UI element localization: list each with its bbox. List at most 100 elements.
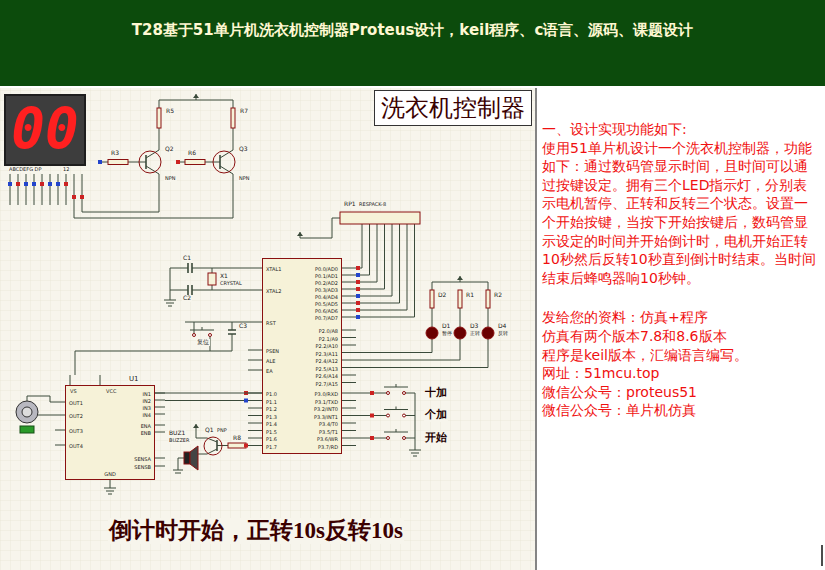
pin-label: P3.0/RXD: [315, 391, 338, 397]
pin-label: P1.3: [266, 414, 277, 420]
digit-readout: 00: [11, 102, 78, 158]
pin-label: P2.3/A11: [316, 351, 338, 357]
description-text: 网址：51mcu.top: [542, 364, 818, 383]
pin-label: P2.4/A12: [316, 358, 338, 364]
pin-label: P2.7/A15: [316, 381, 338, 387]
pin-label: IN1: [143, 391, 151, 397]
description-text: 一、设计实现功能如下:: [542, 120, 818, 139]
part-label: R1: [465, 292, 475, 299]
button-label: 开始: [424, 432, 448, 445]
pin-label: P2.0/A8: [319, 328, 338, 334]
part-label: C1: [182, 255, 192, 262]
pin-label: P0.0/AD0: [315, 266, 338, 272]
part-label: 12: [62, 167, 70, 173]
part-label: BUZ1: [168, 430, 186, 437]
part-label: U1: [128, 375, 140, 383]
pin-label: P1.4: [266, 421, 277, 427]
motor-driver-chip: VSVCCOUT1OUT2OUT3OUT4IN1IN2IN3IN4ENAENBS…: [65, 385, 155, 480]
pin-label: P3.3/INT1: [314, 414, 338, 420]
pin-label: OUT1: [69, 400, 83, 406]
part-label: 正转: [469, 331, 481, 337]
pin-label: OUT3: [69, 428, 83, 434]
part-label: D3: [469, 323, 479, 330]
part-label: NPN: [164, 176, 177, 182]
schematic-ground: [0, 88, 535, 570]
pin-label: P1.0: [266, 391, 277, 397]
banner: [0, 0, 825, 86]
part-label: Q3: [238, 146, 249, 153]
pin-label: P2.2/A10: [316, 343, 338, 349]
pin-label: P1.5: [266, 429, 277, 435]
part-label: ABCDEFG DP: [8, 167, 42, 173]
part-label: RP1: [343, 201, 357, 208]
part-label: D4: [497, 323, 507, 330]
part-label: Q1: [204, 427, 215, 434]
description-text: 仿真有两个版本7.8和8.6版本: [542, 327, 818, 346]
pin-label: P3.7/RD: [318, 444, 338, 450]
part-label: BUZZER: [168, 438, 191, 444]
pin-label: P1.1: [266, 399, 277, 405]
page-title: T28基于51单片机洗衣机控制器Proteus设计，keil程序、c语言、源码、…: [0, 21, 825, 40]
annotation: 倒计时开始，正转10s反转10s: [108, 518, 404, 544]
part-label: R3: [110, 150, 120, 157]
pin-label: P0.4/AD4: [315, 294, 338, 300]
pin-label: P3.1/TXD: [315, 399, 338, 405]
pin-label: P0.5/AD5: [315, 301, 338, 307]
part-label: PNP: [216, 428, 228, 434]
pin-label: IN2: [143, 398, 151, 404]
part-label: R2: [493, 292, 503, 299]
title-text: 洗衣机控制器: [381, 92, 525, 124]
pin-label: IN3: [143, 405, 151, 411]
pin-label: P1.2: [266, 406, 277, 412]
pin-label: RST: [266, 320, 276, 326]
pin-label: P2.5/A13: [316, 366, 338, 372]
description-text: 发给您的资料：仿真+程序: [542, 308, 818, 327]
part-label: RESPACK-8: [358, 202, 387, 208]
pin-label: PSEN: [266, 348, 279, 354]
pin-label: P3.5/T1: [319, 429, 338, 435]
pin-label: GND: [66, 471, 154, 477]
part-label: C2: [182, 295, 192, 302]
pin-label: VS: [70, 388, 77, 394]
pin-label: VCC: [106, 388, 116, 394]
pin-label: SENSB: [134, 464, 151, 470]
button-label: 十加: [424, 387, 448, 400]
pin-label: P2.6/A14: [316, 373, 338, 379]
pin-label: P3.6/WR: [317, 436, 338, 442]
pin-label: P0.6/AD6: [315, 308, 338, 314]
part-label: NPN: [238, 176, 251, 182]
part-label: 暂停: [441, 331, 453, 337]
pin-label: XTAL1: [266, 266, 281, 272]
wire: [155, 393, 262, 394]
logic-state-dots: [8, 160, 374, 448]
part-label: D1: [441, 323, 451, 330]
part-label: R8: [232, 435, 242, 442]
description-text: 使用51单片机设计一个洗衣机控制器，功能如下：通过数码管显示时间，且时间可以通过…: [542, 139, 818, 288]
pin-label: SENSA: [134, 456, 151, 462]
pin-label: OUT4: [69, 443, 83, 449]
pin-label: ENB: [141, 430, 151, 436]
pin-label: P0.2/AD2: [315, 280, 338, 286]
mcu-chip: XTAL1XTAL2RSTPSENALEEAP1.0P1.1P1.2P1.3P1…: [262, 258, 342, 454]
part-label: D2: [437, 292, 447, 299]
pin-label: P0.1/AD1: [315, 273, 338, 279]
grid: [0, 88, 535, 570]
seven-segment-display: 00: [4, 94, 86, 166]
pin-label: P0.3/AD3: [315, 287, 338, 293]
title-box: 洗衣机控制器: [374, 90, 532, 126]
divider: [821, 545, 823, 566]
part-label: X1: [219, 273, 229, 280]
pin-label: P0.7/AD7: [315, 315, 338, 321]
divider: [535, 88, 536, 570]
pin-label: ENA: [141, 423, 151, 429]
part-label: CRYSTAL: [219, 281, 243, 287]
pin-label: IN4: [143, 412, 151, 418]
pin-label: ALE: [266, 358, 275, 364]
pin-label: EA: [266, 368, 273, 374]
pin-label: P3.2/INT0: [314, 406, 338, 412]
description-panel: 一、设计实现功能如下:使用51单片机设计一个洗衣机控制器，功能如下：通过数码管显…: [542, 120, 818, 420]
